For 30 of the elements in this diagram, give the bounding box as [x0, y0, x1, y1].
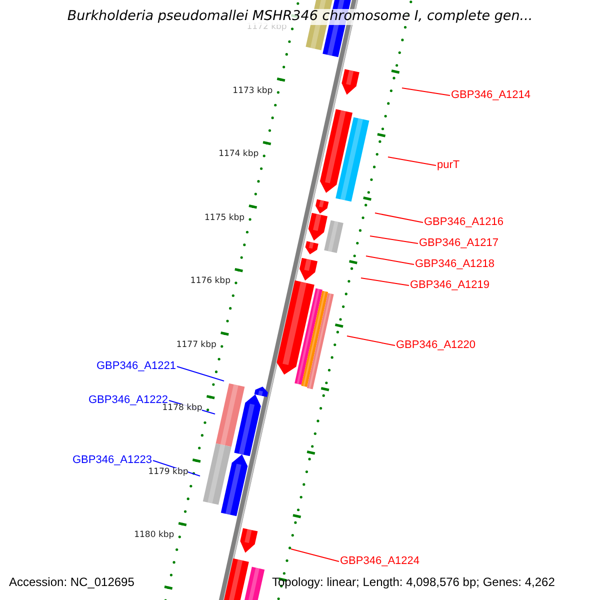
gene-label: GBP346_A1224: [340, 556, 420, 567]
gene-label: GBP346_A1218: [415, 259, 495, 270]
gene-label: GBP346_A1223: [72, 455, 152, 466]
leader-line: [290, 548, 340, 562]
tick-label: 1176 kbp: [190, 277, 230, 286]
gene-label: GBP346_A1216: [424, 217, 504, 228]
leader-line: [374, 212, 424, 223]
tick-label: 1179 kbp: [148, 468, 188, 476]
leader-line: [360, 278, 410, 286]
gene-label: GBP346_A1214: [451, 90, 531, 101]
tick-label: 1173 kbp: [232, 86, 273, 95]
tick-label: 1174 kbp: [218, 150, 259, 158]
gene-label: purT: [437, 160, 460, 171]
leader-line: [346, 336, 396, 346]
leader-line: [402, 88, 450, 96]
gene-label: GBP346_A1217: [419, 238, 499, 249]
tick-label: 1178 kbp: [162, 404, 202, 412]
leader-line: [176, 366, 224, 382]
gene-label: GBP346_A1222: [88, 395, 168, 406]
accession-text: Accession: NC_012695: [9, 576, 134, 588]
topology-text: Topology: linear; Length: 4,098,576 bp; Genes: 4,262: [272, 576, 555, 588]
leader-line: [366, 256, 414, 265]
tick-label: 1180 kbp: [134, 531, 174, 540]
leader-line: [370, 236, 418, 244]
gene-label: GBP346_A1219: [410, 280, 490, 291]
gene-label: GBP346_A1220: [396, 340, 476, 351]
gene-label: GBP346_A1221: [96, 361, 176, 372]
leader-line: [388, 156, 436, 166]
tick-label: 1177 kbp: [176, 340, 216, 349]
tick-label: 1175 kbp: [204, 214, 245, 222]
